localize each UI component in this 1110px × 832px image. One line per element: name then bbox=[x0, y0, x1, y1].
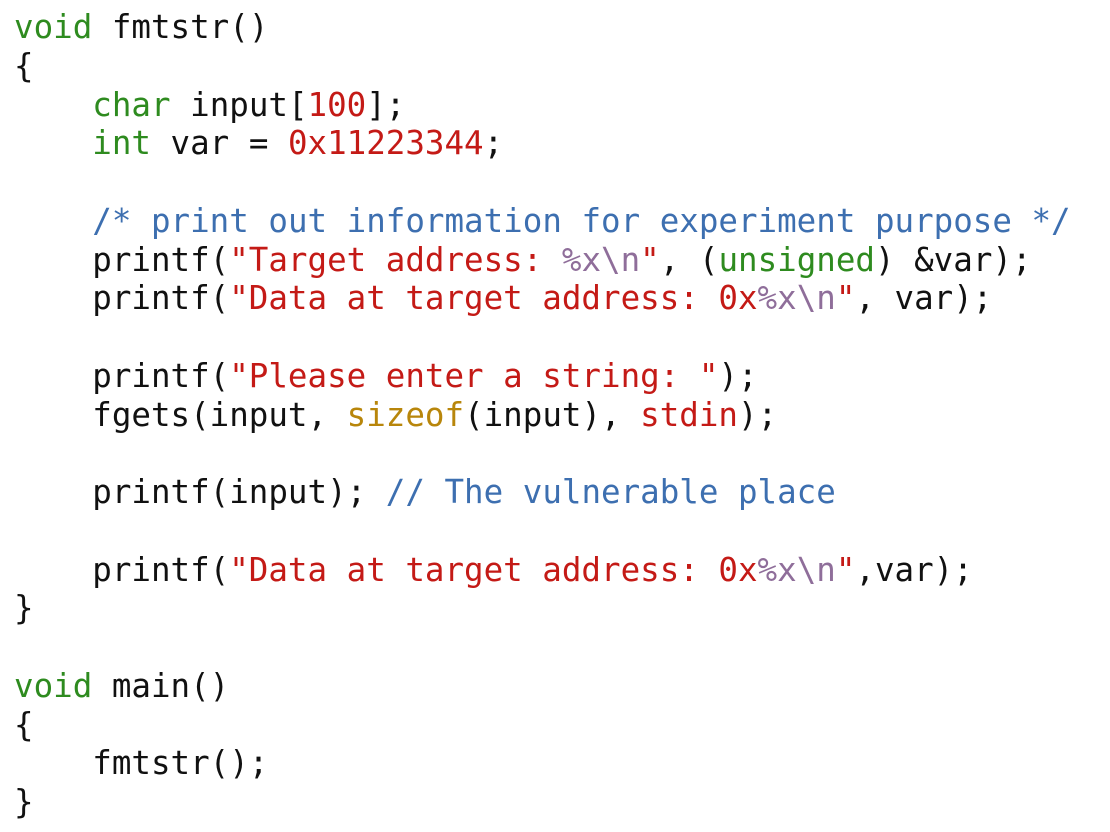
code-token: 100 bbox=[307, 85, 367, 124]
code-token: fmtstr() bbox=[92, 8, 269, 46]
code-token: // The vulnerable place bbox=[385, 473, 836, 511]
code-token: } bbox=[14, 589, 34, 628]
code-token: printf( bbox=[14, 356, 230, 395]
code-line: { bbox=[14, 706, 1104, 745]
code-line: } bbox=[14, 589, 1104, 628]
code-token: "Target address: bbox=[229, 240, 562, 279]
code-token: unsigned bbox=[718, 240, 875, 279]
code-token: "Data at target address: 0x bbox=[229, 279, 758, 318]
code-token: ); bbox=[718, 356, 758, 395]
code-token: "Please enter a string: " bbox=[229, 356, 719, 395]
code-token: input[ bbox=[170, 85, 308, 124]
code-token: \n bbox=[796, 279, 836, 318]
code-token bbox=[14, 124, 92, 162]
code-token: printf( bbox=[14, 550, 230, 589]
code-line: void main() bbox=[14, 667, 1104, 706]
code-token: " bbox=[835, 279, 856, 318]
code-line bbox=[14, 512, 1104, 551]
code-token bbox=[14, 86, 92, 124]
code-token: { bbox=[14, 705, 34, 744]
code-token: " bbox=[640, 240, 660, 279]
code-token: sizeof bbox=[346, 395, 465, 434]
code-token: stdin bbox=[640, 395, 738, 434]
code-line: printf(input); // The vulnerable place bbox=[14, 473, 1104, 512]
code-token: %x bbox=[561, 240, 602, 279]
code-token: main() bbox=[92, 666, 230, 705]
code-token: , ( bbox=[659, 240, 719, 279]
code-line bbox=[14, 628, 1104, 667]
code-token: int bbox=[92, 124, 151, 163]
code-line: fmtstr(); bbox=[14, 744, 1104, 783]
code-token: \n bbox=[796, 550, 836, 589]
code-token: char bbox=[92, 85, 171, 124]
code-token: "Data at target address: 0x bbox=[229, 550, 758, 589]
code-line bbox=[14, 318, 1104, 357]
code-line: printf("Please enter a string: "); bbox=[14, 357, 1104, 396]
code-token: ); bbox=[738, 395, 778, 434]
code-token: var = bbox=[150, 124, 288, 163]
code-token: %x bbox=[757, 279, 797, 318]
code-token: fgets(input, bbox=[14, 395, 347, 434]
code-token: { bbox=[14, 46, 34, 85]
code-token: (input), bbox=[464, 395, 641, 434]
code-line: printf("Data at target address: 0x%x\n",… bbox=[14, 551, 1104, 590]
code-line: void fmtstr() bbox=[14, 8, 1104, 47]
code-line: /* print out information for experiment … bbox=[14, 202, 1104, 241]
code-token: void bbox=[14, 8, 93, 46]
code-token: 0x11223344 bbox=[287, 124, 484, 163]
code-line: printf("Target address: %x\n", (unsigned… bbox=[14, 241, 1104, 280]
code-line: } bbox=[14, 783, 1104, 822]
code-token: printf( bbox=[14, 240, 230, 279]
code-token: ) &var); bbox=[874, 240, 1032, 279]
code-token: ; bbox=[483, 124, 504, 163]
code-line: { bbox=[14, 47, 1104, 86]
code-view: void fmtstr(){ char input[100]; int var … bbox=[14, 8, 1104, 822]
code-token: } bbox=[14, 783, 34, 821]
code-line: printf("Data at target address: 0x%x\n",… bbox=[14, 279, 1104, 318]
code-line bbox=[14, 434, 1104, 473]
code-line: int var = 0x11223344; bbox=[14, 124, 1104, 163]
code-line bbox=[14, 163, 1104, 202]
code-token: " bbox=[835, 550, 856, 589]
code-token: printf( bbox=[14, 279, 230, 318]
code-token: /* print out information for experiment … bbox=[92, 201, 1071, 240]
code-token: , var); bbox=[855, 279, 993, 318]
code-line: fgets(input, sizeof(input), stdin); bbox=[14, 396, 1104, 435]
code-token: \n bbox=[601, 240, 641, 279]
code-line: char input[100]; bbox=[14, 86, 1104, 125]
code-token: %x bbox=[757, 550, 797, 589]
code-token: void bbox=[14, 666, 93, 705]
code-token: fmtstr(); bbox=[14, 744, 269, 783]
code-token bbox=[14, 202, 92, 240]
code-token: ]; bbox=[366, 85, 406, 124]
code-token: ,var); bbox=[855, 550, 973, 589]
code-token: printf(input); bbox=[14, 473, 386, 511]
